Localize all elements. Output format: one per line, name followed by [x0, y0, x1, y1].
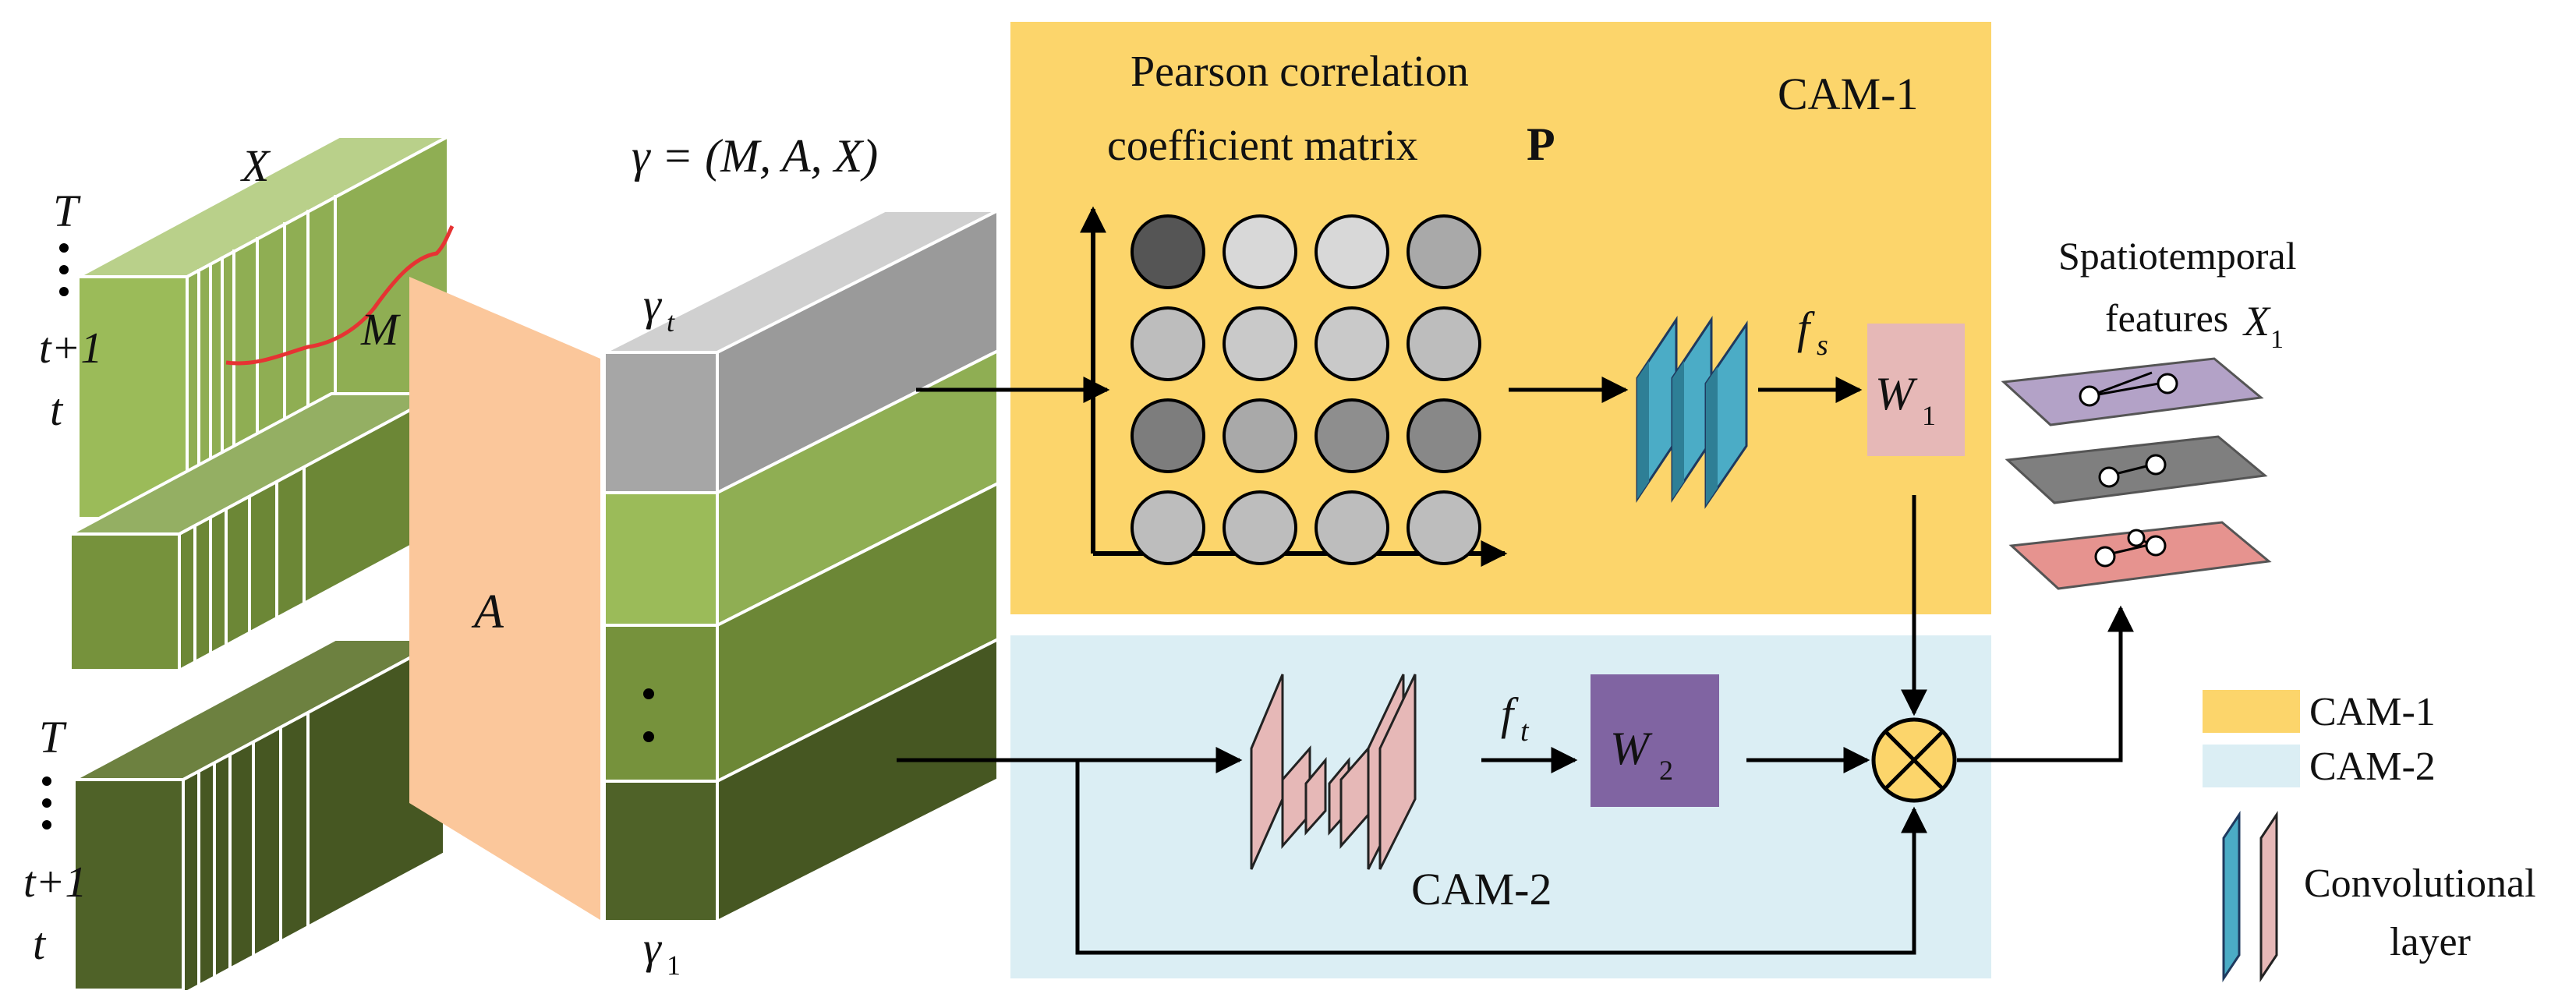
- fs-sub: s: [1817, 329, 1828, 362]
- legend-cam1-label: CAM-1: [2309, 690, 2436, 734]
- matrix-cell-3-2: [1315, 490, 1389, 565]
- w2-label: W: [1610, 723, 1653, 774]
- output-label-line1: Spatiotemporal: [2058, 234, 2297, 278]
- output-symbol: X: [2242, 298, 2271, 345]
- ellipsis-dot: [643, 731, 654, 742]
- matrix-cell-2-1: [1223, 398, 1297, 473]
- matrix-cell-0-2: [1315, 214, 1389, 289]
- input-block-bottom: [73, 636, 446, 994]
- ellipsis-dot: [643, 688, 654, 699]
- output-symbol-sub: 1: [2270, 325, 2284, 354]
- w1-box: [1867, 324, 1965, 456]
- matrix-cell-3-1: [1223, 490, 1297, 565]
- cam1-title: CAM-1: [1778, 69, 1918, 119]
- legend-cam2-swatch: [2203, 745, 2300, 787]
- vdots: [59, 287, 69, 296]
- correlation-matrix: [1131, 214, 1481, 565]
- output-feature-layers: [2001, 357, 2272, 590]
- matrix-cell-2-2: [1315, 398, 1389, 473]
- cam2-conv-layers: [1250, 674, 1417, 870]
- matrix-cell-2-3: [1407, 398, 1481, 473]
- gamma-1-sub: 1: [667, 950, 681, 981]
- w2-box: [1591, 674, 1719, 807]
- legend-conv-line1: Convolutional: [2304, 861, 2536, 906]
- w1-label: W: [1875, 368, 1918, 419]
- gamma-stack: [603, 207, 1000, 925]
- w1-sub: 1: [1922, 400, 1936, 431]
- vdots: [42, 776, 51, 786]
- legend-cam1-swatch: [2203, 690, 2300, 733]
- w2-sub: 2: [1659, 755, 1673, 786]
- gamma-t: γ: [643, 279, 663, 330]
- t-upper-1: T: [53, 186, 81, 236]
- a-label: A: [471, 585, 504, 638]
- adjacency-plane: [409, 277, 600, 920]
- matrix-cell-1-0: [1131, 306, 1205, 381]
- gamma-1: γ: [643, 922, 663, 973]
- matrix-label-line1: Pearson correlation: [1131, 48, 1469, 96]
- cam2-region: [1010, 635, 1991, 978]
- cam1-conv-layers: [1636, 316, 1748, 509]
- connections: [897, 377, 2134, 955]
- x-label: X: [240, 140, 271, 191]
- t-plus-1-b: t+1: [23, 858, 87, 907]
- matrix-cell-1-3: [1407, 306, 1481, 381]
- t-lower-1: t: [50, 384, 64, 435]
- cam2-title: CAM-2: [1411, 864, 1552, 914]
- matrix-cell-1-2: [1315, 306, 1389, 381]
- matrix-cell-0-1: [1223, 214, 1297, 289]
- matrix-cell-3-0: [1131, 490, 1205, 565]
- matrix-symbol: P: [1527, 119, 1555, 170]
- m-label: M: [360, 304, 401, 355]
- gamma-t-sub: t: [667, 306, 675, 338]
- legend-conv-icons: [2222, 811, 2278, 982]
- multiply-node: [1871, 717, 1957, 803]
- t-plus-1-a: t+1: [39, 324, 102, 373]
- matrix-cell-3-3: [1407, 490, 1481, 565]
- vdots: [59, 243, 69, 253]
- matrix-cell-0-0: [1131, 214, 1205, 289]
- vdots: [59, 265, 69, 274]
- t-lower-2: t: [33, 918, 47, 969]
- t-upper-2: T: [39, 712, 67, 762]
- legend-cam2-label: CAM-2: [2309, 745, 2436, 789]
- m-curve: [225, 225, 455, 366]
- legend-conv-line2: layer: [2390, 920, 2471, 964]
- matrix-cell-2-0: [1131, 398, 1205, 473]
- gamma-equation: γ = (M, A, X): [632, 130, 878, 182]
- vdots: [42, 798, 51, 808]
- output-label-line2: features: [2105, 296, 2228, 340]
- matrix-cell-1-1: [1223, 306, 1297, 381]
- vdots: [42, 820, 51, 830]
- matrix-cell-0-3: [1407, 214, 1481, 289]
- ft-sub: t: [1520, 715, 1530, 748]
- matrix-label-line2: coefficient matrix: [1107, 122, 1418, 170]
